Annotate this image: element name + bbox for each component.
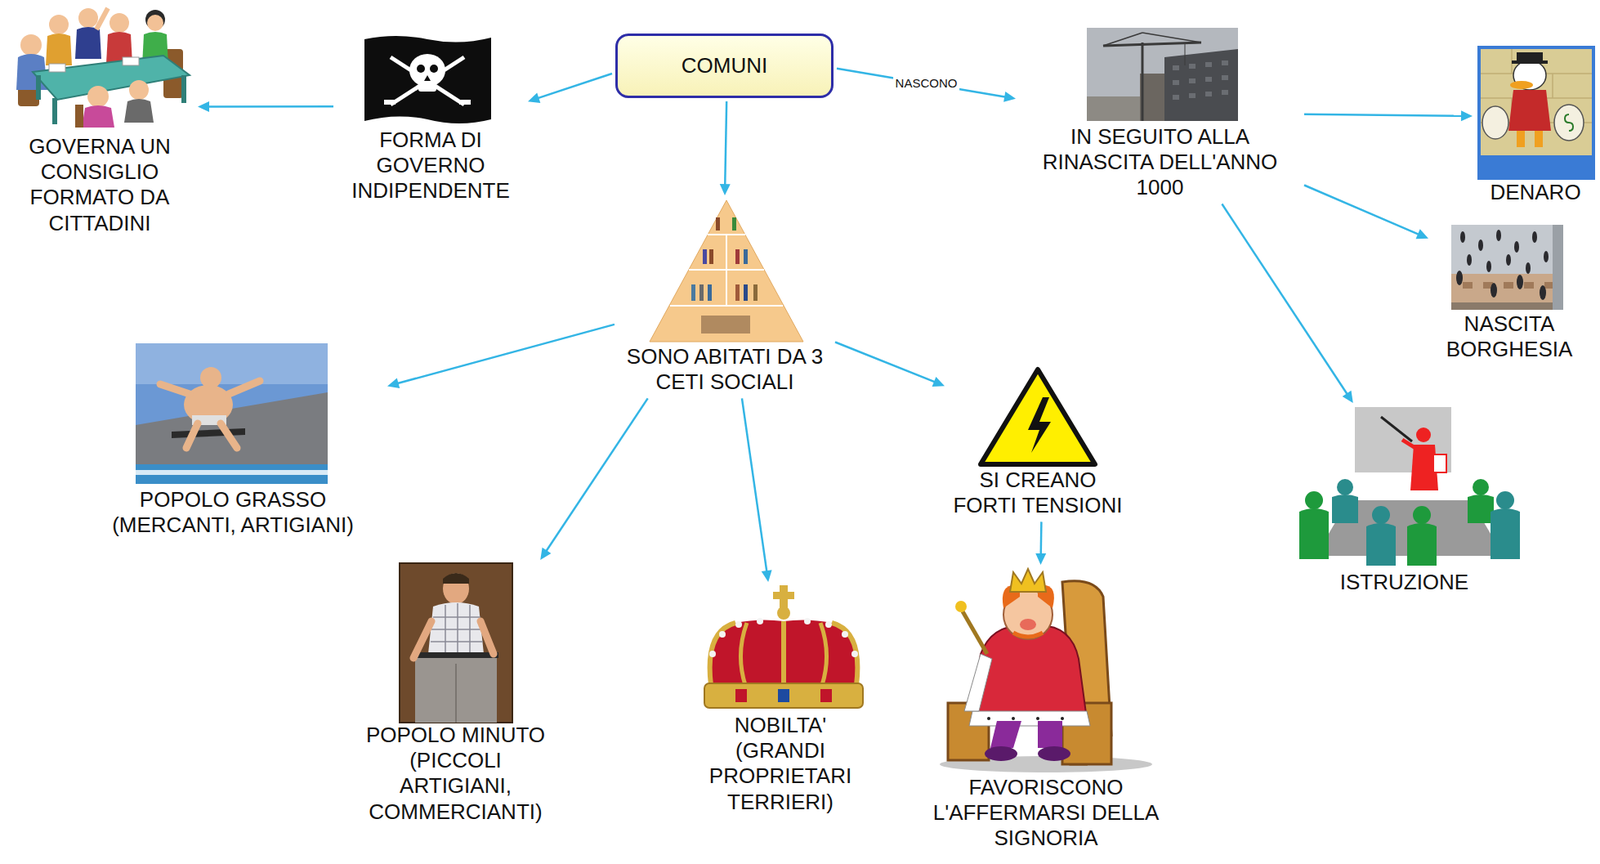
node-text: FORMA DI GOVERNO INDIPENDENTE (336, 127, 525, 205)
node-text: GOVERNA UN CONSIGLIO FORMATO DA CITTADIN… (4, 134, 195, 237)
node-text: POPOLO GRASSO (MERCANTI, ARTIGIANI) (81, 487, 385, 538)
box-title: COMUNI (681, 53, 768, 79)
connector-arrow (836, 68, 1016, 103)
node-text: SONO ABITATI DA 3 CETI SOCIALI (617, 344, 832, 395)
connector-line (741, 397, 767, 573)
node-text: DENARO (1475, 179, 1596, 206)
concept-box: COMUNI (615, 33, 834, 99)
connector-arrow (1304, 185, 1429, 240)
connector-arrow (197, 101, 334, 112)
node-text: NASCITA BORGHESIA (1431, 311, 1587, 363)
concept-node: GOVERNA UN CONSIGLIO FORMATO DA CITTADIN… (4, 4, 195, 237)
money-cartoon (1479, 47, 1594, 179)
arrowhead (527, 93, 541, 103)
diver-photo (135, 343, 328, 484)
concept-node: POPOLO GRASSO (MERCANTI, ARTIGIANI) (81, 343, 385, 538)
arrowhead (387, 377, 400, 389)
node-text: IN SEGUITO ALLA RINASCITA DELL'ANNO 1000 (1018, 124, 1301, 202)
connector-arrow (719, 101, 731, 196)
node-text: SI CREANO FORTI TENSIONI (947, 467, 1128, 519)
arrowhead (1461, 110, 1473, 121)
concept-node: DENARO (1475, 45, 1596, 206)
arrowhead (932, 376, 945, 387)
pirate-flag (364, 35, 492, 124)
concept-node: FORMA DI GOVERNO INDIPENDENTE (336, 35, 525, 205)
concept-node: NOBILTA' (GRANDI PROPRIETARI TERRIERI) (693, 585, 868, 815)
arrowhead (1342, 390, 1354, 403)
node-text: POPOLO MINUTO (PICCOLI ARTIGIANI, COMMER… (352, 722, 559, 825)
connector-line (536, 73, 613, 99)
connector-line (1304, 185, 1420, 236)
lesson-icon (1299, 406, 1520, 566)
connector-line (1039, 521, 1042, 555)
connector-arrow (540, 397, 648, 560)
connector-line (836, 68, 1006, 98)
connector-line (724, 101, 727, 186)
connector-arrow (527, 73, 613, 103)
arrowhead (761, 569, 773, 582)
connector-line (835, 341, 936, 382)
golconda-painting (1451, 224, 1564, 310)
concept-node: SI CREANO FORTI TENSIONI (947, 367, 1128, 519)
node-text: FAVORISCONO L'AFFERMARSI DELLA SIGNORIA (913, 774, 1179, 852)
concept-node: ISTRUZIONE (1287, 406, 1521, 595)
connector-arrow (1304, 110, 1473, 121)
crown-image (704, 585, 863, 708)
connector-arrow (835, 341, 945, 386)
connector-arrow (741, 397, 773, 582)
arrowhead (540, 547, 551, 560)
connector-arrow (1035, 521, 1046, 565)
meeting-cartoon (16, 8, 190, 128)
arrowhead (1416, 228, 1429, 239)
node-text: NOBILTA' (GRANDI PROPRIETARI TERRIERI) (693, 712, 868, 815)
node-text: ISTRUZIONE (1287, 569, 1521, 595)
concept-node: SONO ABITATI DA 3 CETI SOCIALI (617, 198, 832, 395)
connector-line (545, 397, 649, 552)
edge-label: NASCONO (893, 76, 961, 91)
connector-arrow (387, 324, 615, 389)
concept-node: FAVORISCONO L'AFFERMARSI DELLA SIGNORIA (913, 567, 1179, 852)
man-photo (399, 563, 513, 723)
arrowhead (719, 183, 731, 196)
concept-node: NASCITA BORGHESIA (1431, 224, 1587, 363)
social-pyramid (649, 200, 804, 342)
arrowhead (197, 101, 210, 112)
warning-sign (980, 369, 1095, 465)
concept-node: IN SEGUITO ALLA RINASCITA DELL'ANNO 1000 (1018, 27, 1301, 202)
connector-line (1304, 114, 1463, 117)
connector-line (1221, 204, 1348, 395)
construction-photo (1086, 27, 1238, 121)
connector-line (207, 105, 334, 108)
connector-line (397, 324, 615, 384)
connector-arrow (1221, 204, 1353, 403)
king-cartoon (939, 568, 1153, 773)
arrowhead (1003, 91, 1016, 103)
arrowhead (1035, 553, 1046, 565)
concept-node: POPOLO MINUTO (PICCOLI ARTIGIANI, COMMER… (352, 563, 559, 825)
